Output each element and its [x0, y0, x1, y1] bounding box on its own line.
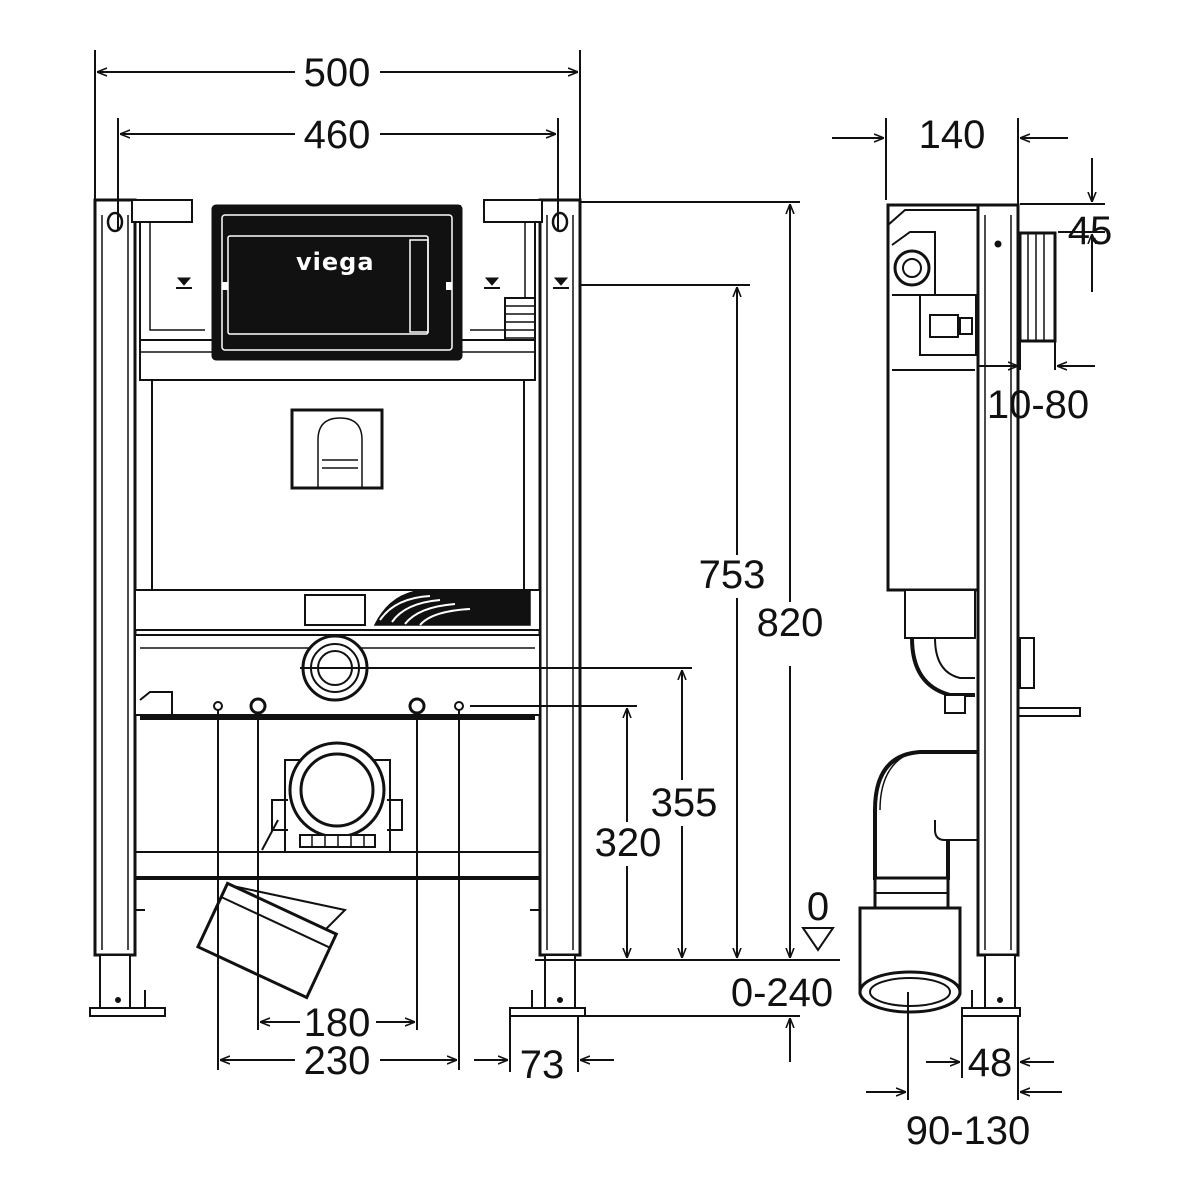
- waste-connector: [195, 741, 403, 1000]
- dim-height-inlet: 355: [651, 781, 718, 825]
- flush-hose: [373, 589, 531, 626]
- dim-bolt-spacing-inner: 180: [304, 1001, 371, 1045]
- flush-plate: viega: [211, 204, 463, 361]
- dim-width-inner: 460: [304, 113, 371, 157]
- dim-height-frame: 820: [757, 601, 824, 645]
- dim-bend-offset: 90-130: [906, 1109, 1031, 1153]
- front-view: viega: [89, 198, 586, 1017]
- dim-top-offset: 45: [1068, 209, 1113, 253]
- dim-foot-depth: 48: [968, 1041, 1013, 1085]
- right-upright: [509, 198, 586, 1017]
- zero-level-label: 0: [807, 885, 829, 929]
- front-dimensions: 500 460 820 753 355 320 0: [94, 50, 840, 1087]
- side-view: [858, 203, 1081, 1017]
- dim-plate-adjust: 10-80: [987, 383, 1089, 427]
- side-dimensions: 140 45 10-80 48 90-130: [832, 113, 1112, 1153]
- top-bracket-left: [131, 199, 216, 341]
- dim-bolt-spacing-outer: 230: [304, 1039, 371, 1083]
- dim-foot-width: 73: [520, 1043, 565, 1087]
- dim-leg-adjust: 0-240: [731, 971, 833, 1015]
- dim-height-flush: 753: [699, 553, 766, 597]
- dim-height-bolts: 320: [595, 821, 662, 865]
- dim-width-total: 500: [304, 51, 371, 95]
- left-upright: [89, 198, 166, 1017]
- top-bracket-right: [459, 199, 543, 359]
- dim-depth: 140: [919, 113, 986, 157]
- brand-logo: viega: [296, 248, 375, 276]
